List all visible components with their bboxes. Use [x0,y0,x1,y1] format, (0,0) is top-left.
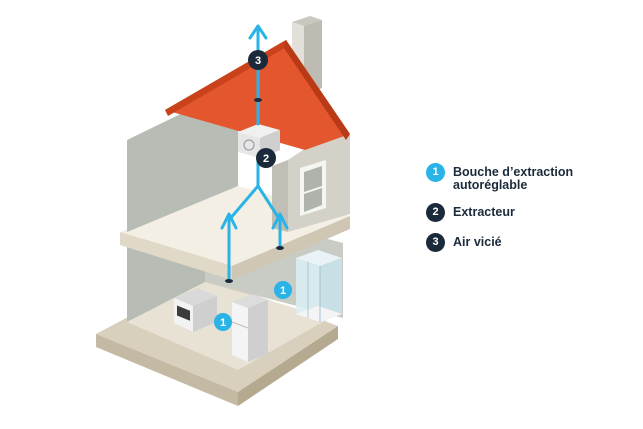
exhaust-arrowhead [248,24,268,40]
svg-text:2: 2 [263,153,269,165]
legend-item-stale-air: 3 Air vicié [426,233,626,252]
vent-outlet-left [225,279,233,283]
legend-label-stale-air: Air vicié [453,235,502,249]
airflow-arrows [220,24,289,282]
legend-label-extraction-vent: Bouche d’extraction autoréglable [453,165,574,192]
legend-item-extraction-vent: 1 Bouche d’extraction autoréglable [426,163,626,192]
marker-vent-left: 1 [214,313,232,331]
shower [296,250,342,322]
fridge [231,294,268,362]
marker-exhaust: 3 [248,50,268,70]
right-branch-arrowhead [271,212,289,230]
svg-text:3: 3 [255,55,261,67]
svg-text:1: 1 [280,285,286,297]
legend-label-extractor: Extracteur [453,205,515,219]
legend: 1 Bouche d’extraction autoréglable 2 Ext… [426,163,626,263]
legend-badge-2: 2 [426,203,445,222]
marker-extractor: 2 [256,148,276,168]
roof-exhaust-outlet [254,98,262,102]
legend-badge-3: 3 [426,233,445,252]
attic-window [300,160,326,216]
marker-vent-right: 1 [274,281,292,299]
vent-outlet-right [276,246,284,250]
left-branch-arrowhead [220,212,238,230]
legend-badge-1: 1 [426,163,445,182]
svg-text:1: 1 [220,317,226,329]
stove [174,288,217,332]
legend-item-extractor: 2 Extracteur [426,203,626,222]
